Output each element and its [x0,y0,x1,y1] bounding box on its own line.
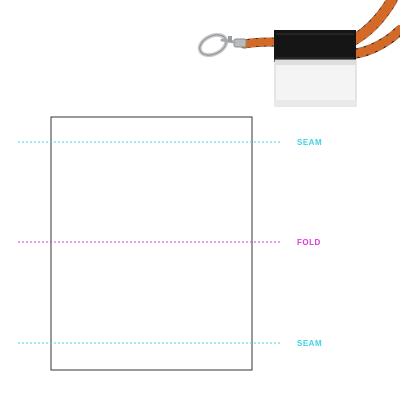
fabric-tab [274,30,356,62]
lanyard-product-illustration [197,0,400,107]
snap-hook-icon [197,32,247,58]
seam-label-bottom: SEAM [297,339,322,348]
blank-tag-icon [274,59,357,107]
fold-label: FOLD [297,238,321,247]
seam-label-top: SEAM [297,138,322,147]
template-panel [50,116,253,371]
